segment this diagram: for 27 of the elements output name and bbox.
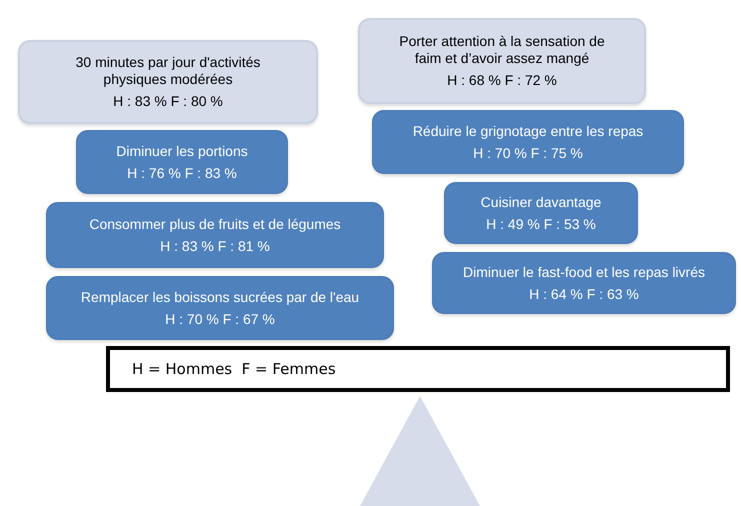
action-text: Consommer plus de fruits et de légumes (89, 216, 341, 232)
action-card (432, 252, 736, 314)
percentage-text: H : 64 % F : 63 % (529, 286, 639, 302)
action-card (444, 182, 638, 244)
percentage-text: H : 49 % F : 53 % (486, 216, 596, 232)
percentage-text: H : 70 % F : 75 % (473, 144, 583, 162)
fulcrum-triangle (360, 396, 480, 506)
action-text: Diminuer le fast-food et les repas livrés (463, 264, 705, 280)
action-text: 30 minutes par jour d'activités physiques modérées (74, 54, 262, 88)
percentage-text: H : 76 % F : 83 % (127, 164, 237, 182)
action-text: Remplacer les boissons sucrées par de l'eau (80, 288, 360, 306)
action-card (46, 276, 394, 340)
goal-card (358, 18, 646, 104)
action-card (76, 130, 288, 194)
balance-beam (106, 346, 730, 392)
percentage-text: H : 68 % F : 72 % (447, 72, 557, 89)
goal-card (18, 40, 318, 124)
action-text: Diminuer les portions (116, 142, 248, 160)
action-card (46, 202, 384, 268)
legend-text: H = Hommes F = Femmes (132, 360, 336, 378)
action-text: Réduire le grignotage entre les repas (412, 122, 644, 140)
percentage-text: H : 83 % F : 81 % (160, 238, 270, 254)
action-text: Cuisiner davantage (480, 194, 602, 210)
percentage-text: H : 70 % F : 67 % (165, 310, 275, 328)
action-card (372, 110, 684, 174)
action-text: Porter attention à la sensation de faim et d’avoir assez mangé (398, 33, 606, 67)
percentage-text: H : 83 % F : 80 % (113, 92, 223, 110)
